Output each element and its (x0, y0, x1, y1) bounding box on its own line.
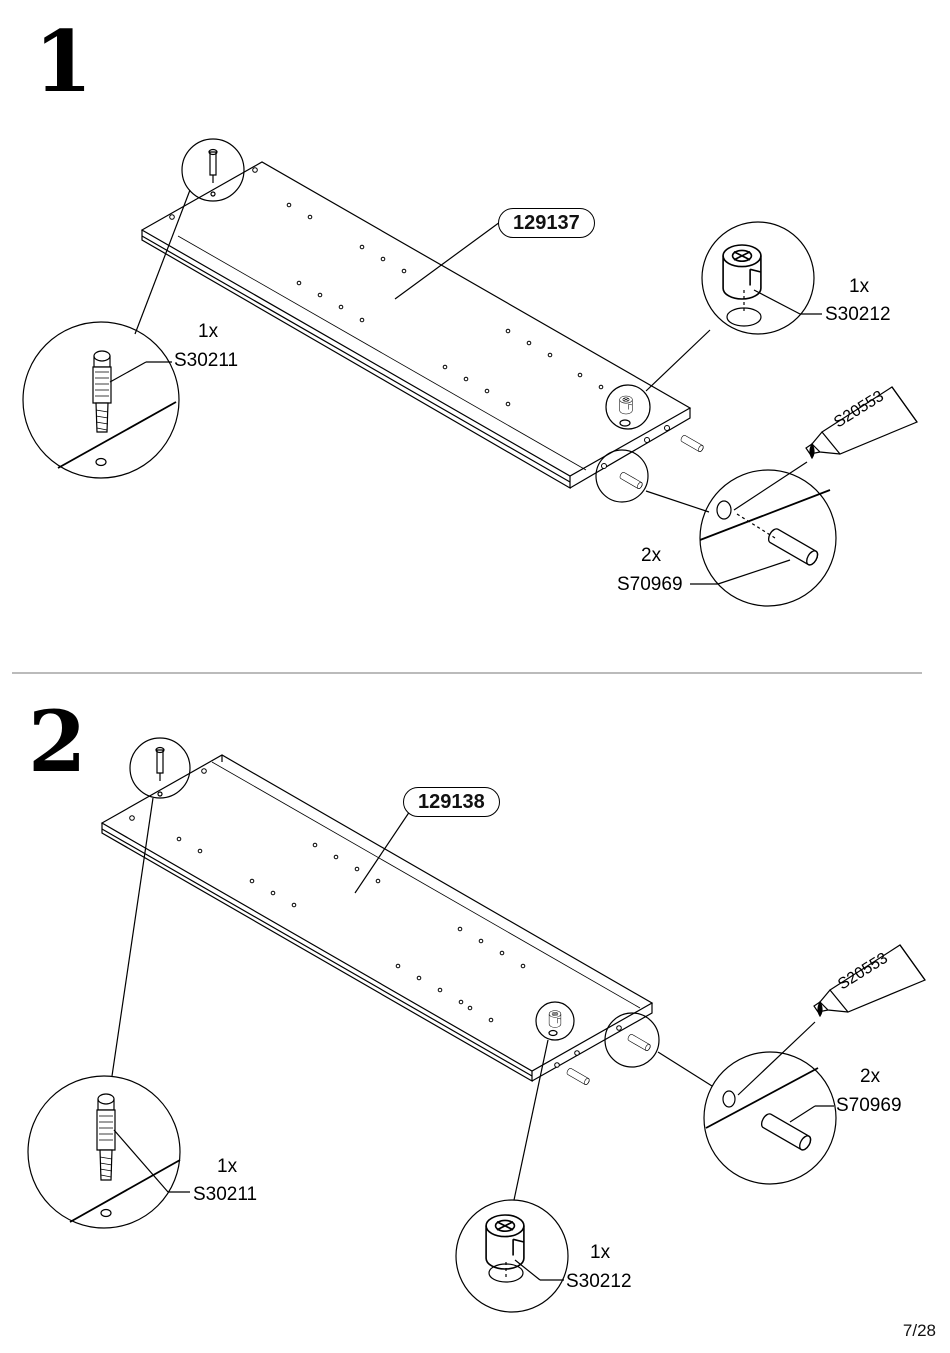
step1-panel-drawing: S20553 (22, 138, 918, 607)
step2-cam-lock-qty: 1x (590, 1242, 611, 1263)
step2-cam-bolt-code: S30211 (193, 1184, 258, 1205)
step2-dowel-qty: 2x (860, 1066, 881, 1087)
step2-cam-lock-code: S30212 (566, 1271, 632, 1292)
step1-cam-lock-qty: 1x (849, 276, 870, 297)
step2-dowel-code: S70969 (836, 1095, 902, 1116)
step1-cam-lock-code: S30212 (825, 304, 891, 325)
step1-dowel-qty: 2x (641, 545, 662, 566)
step2-cam-bolt-qty: 1x (217, 1156, 238, 1177)
step2-number: 2 (28, 692, 87, 791)
step2-panel-label: 129138 (403, 787, 500, 817)
step2-panel-drawing: S20553 (27, 737, 926, 1313)
step1-cam-bolt-code: S30211 (174, 350, 239, 371)
step1-dowel-code: S70969 (617, 574, 683, 595)
page-number: 7/28 (902, 1321, 936, 1340)
step1-cam-bolt-qty: 1x (198, 321, 219, 342)
step1-panel-label: 129137 (498, 208, 595, 238)
step1-number: 1 (34, 12, 93, 111)
